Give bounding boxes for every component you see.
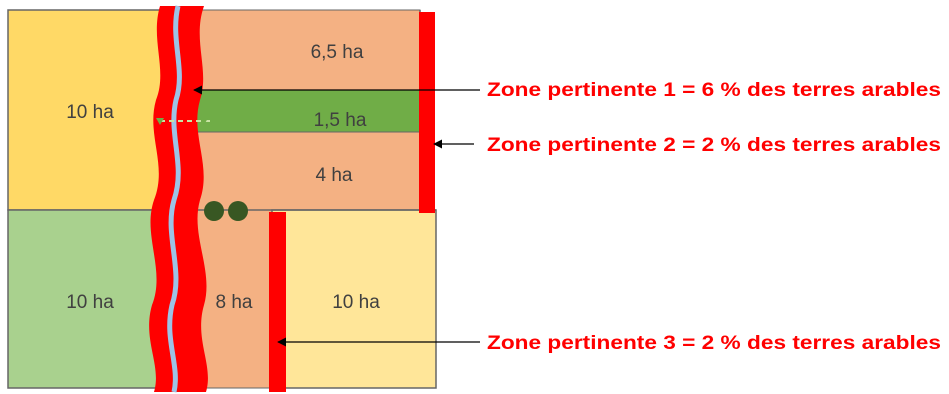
parcel-orange-top <box>189 9 421 91</box>
hedge-zone-2 <box>419 12 435 213</box>
parcel-label-orange-middle: 4 ha <box>316 165 353 186</box>
tree-icon <box>228 201 248 221</box>
parcel-label-green-strip: 1,5 ha <box>314 110 367 131</box>
parcel-label-orange-top: 6,5 ha <box>311 42 364 63</box>
parcel-green-strip <box>189 89 421 133</box>
callout-zone-3-suffix: des terres arables <box>747 333 941 354</box>
callout-zone-2-label: Zone pertinente 2 = 2 % <box>487 135 741 156</box>
parcel-top-left <box>7 9 167 211</box>
parcel-label-bottom-left: 10 ha <box>66 292 114 313</box>
callout-zone-2: Zone pertinente 2 = 2 % des terres arabl… <box>487 135 941 156</box>
river <box>167 5 182 393</box>
callout-zone-1: Zone pertinente 1 = 6 % des terres arabl… <box>487 80 941 101</box>
callout-zone-1-suffix: des terres arables <box>747 80 941 101</box>
callout-zone-2-suffix: des terres arables <box>747 135 941 156</box>
hedge-zone-3 <box>269 212 286 392</box>
callout-zone-3: Zone pertinente 3 = 2 % des terres arabl… <box>487 333 941 354</box>
crossing-mark <box>156 118 164 125</box>
tree-icon <box>204 201 224 221</box>
callout-zone-1-label: Zone pertinente 1 = 6 % <box>487 80 741 101</box>
parcel-label-bottom-right: 10 ha <box>332 292 380 313</box>
parcel-orange-middle <box>189 131 421 211</box>
parcel-label-orange-bottom: 8 ha <box>216 292 253 313</box>
parcel-bottom-right <box>271 209 437 389</box>
callout-zone-3-label: Zone pertinente 3 = 2 % <box>487 333 741 354</box>
crossing-mark <box>200 118 208 125</box>
parcel-bottom-left <box>7 209 167 389</box>
parcel-label-top-left: 10 ha <box>66 102 114 123</box>
riparian-strip <box>149 6 208 392</box>
